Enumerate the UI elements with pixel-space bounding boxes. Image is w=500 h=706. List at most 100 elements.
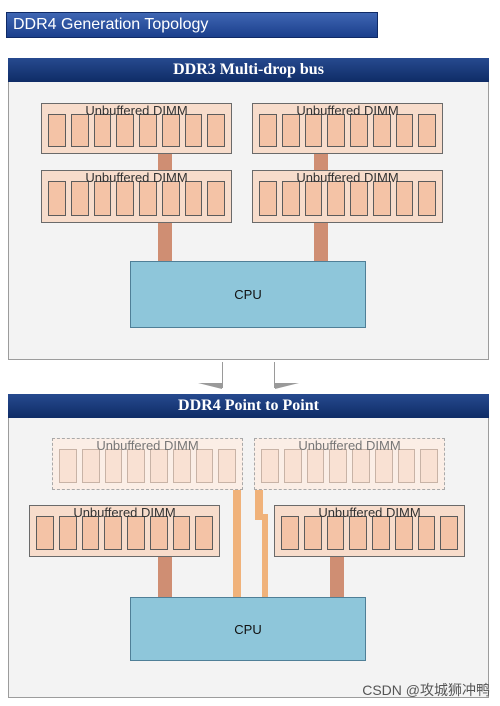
memory-chip xyxy=(127,516,145,550)
memory-chip xyxy=(139,114,157,147)
memory-chip xyxy=(48,181,66,216)
memory-chip xyxy=(304,114,323,147)
memory-chip xyxy=(352,449,370,483)
ddr3-connector-left-upper xyxy=(158,154,172,170)
ddr3-dimm-bottom-right: Unbuffered DIMM xyxy=(252,170,443,223)
dimm-label: Unbuffered DIMM xyxy=(96,438,199,453)
memory-chip xyxy=(93,114,112,147)
memory-chip xyxy=(104,516,122,550)
memory-chip xyxy=(395,114,414,147)
memory-chip xyxy=(349,516,367,550)
memory-chip xyxy=(149,516,168,550)
transition-arrow-left xyxy=(198,383,222,389)
memory-chip xyxy=(397,449,416,483)
dimm-label: Unbuffered DIMM xyxy=(73,505,176,520)
memory-chip xyxy=(161,114,180,147)
memory-chip xyxy=(418,181,436,216)
ddr3-dimm-top-right: Unbuffered DIMM xyxy=(252,103,443,154)
memory-chip xyxy=(58,516,77,550)
memory-chip xyxy=(70,114,89,147)
memory-chip xyxy=(104,449,123,483)
memory-chip xyxy=(36,516,54,550)
memory-chip xyxy=(207,181,225,216)
memory-chip xyxy=(59,449,77,483)
memory-chip xyxy=(329,449,347,483)
memory-chip xyxy=(259,181,277,216)
memory-chip xyxy=(372,114,391,147)
dimm-label: Unbuffered DIMM xyxy=(296,170,399,185)
dimm-label: Unbuffered DIMM xyxy=(298,438,401,453)
ddr3-connector-right-upper xyxy=(314,154,328,170)
page-title: DDR4 Generation Topology xyxy=(6,12,378,38)
memory-chip xyxy=(327,181,345,216)
memory-chip xyxy=(440,516,458,550)
transition-line-left xyxy=(222,362,223,388)
memory-chip xyxy=(172,516,191,550)
dimm-label: Unbuffered DIMM xyxy=(296,103,399,118)
watermark: CSDN @攻城狮冲鸭 xyxy=(362,682,490,698)
dimm-label: Unbuffered DIMM xyxy=(85,103,188,118)
memory-chip xyxy=(350,181,368,216)
memory-chip xyxy=(184,114,203,147)
memory-chip xyxy=(395,181,414,216)
memory-chip xyxy=(81,516,100,550)
memory-chip xyxy=(420,449,438,483)
ddr4-connector-left-bus xyxy=(233,490,241,598)
ddr4-dimm-top-left: Unbuffered DIMM xyxy=(52,438,243,490)
memory-chip xyxy=(283,449,302,483)
ddr3-connector-left-lower xyxy=(158,223,172,261)
memory-chip xyxy=(139,181,157,216)
dimm-label: Unbuffered DIMM xyxy=(318,505,421,520)
memory-chip xyxy=(418,114,436,147)
memory-chip xyxy=(48,114,66,147)
memory-chip xyxy=(374,449,393,483)
memory-chip xyxy=(218,449,236,483)
memory-chip xyxy=(161,181,180,216)
memory-chip xyxy=(303,516,322,550)
memory-chip xyxy=(70,181,89,216)
memory-chip xyxy=(372,181,391,216)
memory-chip xyxy=(281,114,300,147)
memory-chip xyxy=(81,449,100,483)
memory-chip xyxy=(304,181,323,216)
ddr4-cpu: CPU xyxy=(130,597,366,661)
memory-chip xyxy=(326,516,345,550)
memory-chip xyxy=(127,449,145,483)
ddr3-cpu: CPU xyxy=(130,261,366,328)
ddr4-dimm-top-right: Unbuffered DIMM xyxy=(254,438,445,490)
transition-line-right xyxy=(274,362,275,388)
cpu-label: CPU xyxy=(234,621,262,637)
memory-chip xyxy=(116,181,134,216)
memory-chip xyxy=(261,449,279,483)
memory-chip xyxy=(259,114,277,147)
memory-chip xyxy=(306,449,325,483)
ddr4-connector-right-bus-top xyxy=(255,490,263,520)
ddr4-connector-left xyxy=(158,557,172,597)
ddr3-dimm-bottom-left: Unbuffered DIMM xyxy=(41,170,232,223)
ddr4-panel-title: DDR4 Point to Point xyxy=(8,394,489,418)
ddr4-connector-right xyxy=(330,557,344,597)
memory-chip xyxy=(195,449,214,483)
memory-chip xyxy=(394,516,413,550)
memory-chip xyxy=(195,516,213,550)
memory-chip xyxy=(172,449,191,483)
memory-chip xyxy=(372,516,390,550)
memory-chip xyxy=(281,181,300,216)
memory-chip xyxy=(327,114,345,147)
ddr4-dimm-bottom-left: Unbuffered DIMM xyxy=(29,505,220,557)
transition-arrow-right xyxy=(275,383,299,389)
dimm-label: Unbuffered DIMM xyxy=(85,170,188,185)
ddr4-dimm-bottom-right: Unbuffered DIMM xyxy=(274,505,465,557)
memory-chip xyxy=(350,114,368,147)
memory-chip xyxy=(281,516,299,550)
ddr4-connector-right-bus xyxy=(262,514,268,598)
memory-chip xyxy=(417,516,436,550)
memory-chip xyxy=(207,114,225,147)
memory-chip xyxy=(116,114,134,147)
cpu-label: CPU xyxy=(234,287,262,302)
ddr3-dimm-top-left: Unbuffered DIMM xyxy=(41,103,232,154)
ddr3-connector-right-lower xyxy=(314,223,328,261)
memory-chip xyxy=(184,181,203,216)
memory-chip xyxy=(150,449,168,483)
ddr3-panel-title: DDR3 Multi-drop bus xyxy=(8,58,489,82)
